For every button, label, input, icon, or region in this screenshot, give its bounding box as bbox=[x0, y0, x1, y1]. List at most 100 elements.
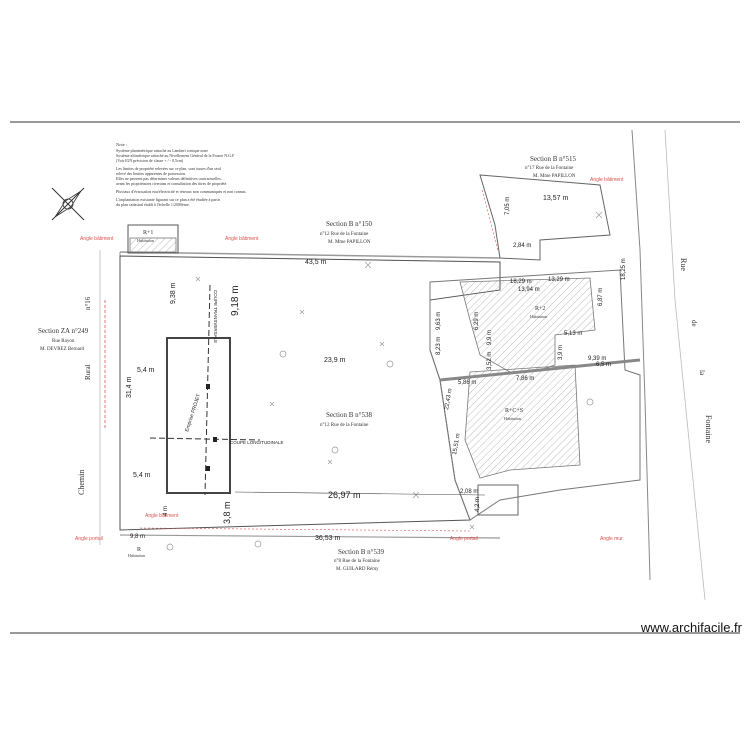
building-r2-label: R+2 bbox=[535, 306, 545, 312]
dim-middle: 23,9 m bbox=[324, 357, 346, 364]
marker bbox=[206, 384, 210, 389]
dim-b515-h: 7,05 m bbox=[505, 197, 511, 215]
coupe-line-v bbox=[204, 284, 211, 496]
dim-vert-a: 9,38 m bbox=[170, 282, 177, 304]
section-b539-address: n°8 Rue de la Fontaine bbox=[334, 559, 381, 564]
chemin-word: Chemin bbox=[77, 470, 86, 495]
note-line: Pluviaux d'évacuation eau/électricité et… bbox=[116, 189, 246, 194]
dim-bld-h: 5,86 m bbox=[458, 380, 476, 386]
building-r1-sub: Habitation bbox=[137, 238, 154, 243]
section-b539-title: Section B n°539 bbox=[338, 548, 384, 556]
building-rcs-label: R+C+S bbox=[505, 408, 523, 414]
north-arrow-icon bbox=[51, 187, 85, 221]
rue-edge-outer bbox=[664, 129, 706, 601]
dim-right-v3: 8,23 m bbox=[436, 337, 442, 355]
dim-right-h3: 13,29 m bbox=[548, 277, 570, 283]
dim-bld-m: 4,2 m bbox=[475, 497, 481, 512]
building-r1-label: R+1 bbox=[143, 230, 153, 236]
building-r-small bbox=[477, 484, 519, 516]
emprise-label: Emprise PROJET bbox=[184, 393, 202, 432]
marker bbox=[213, 437, 217, 442]
parcel-bottom-red bbox=[139, 527, 471, 532]
note-line: Les limites de propriété relevées sur ce… bbox=[116, 166, 222, 172]
dim-b515-w: 13,57 m bbox=[543, 195, 568, 202]
dim-below-rect: 3,8 m bbox=[222, 501, 232, 524]
note-line: avant les propriétaires riverains et con… bbox=[116, 181, 227, 186]
note-line: du plan cadastral établi à l'échelle 1/2… bbox=[116, 202, 190, 207]
dim-bld-f: 3,52 m bbox=[487, 352, 493, 370]
note-line: Système planimétrique rattaché au Lamber… bbox=[116, 148, 208, 153]
building-r2-sub: Habitation bbox=[530, 314, 547, 319]
dim-bld-j: 15,51 m bbox=[452, 433, 462, 455]
dim-bld-b: 5,13 m bbox=[564, 331, 582, 337]
dim-bld-c: 9,39 m bbox=[588, 356, 606, 362]
road-edge-top bbox=[119, 251, 501, 259]
building-r1 bbox=[127, 224, 179, 254]
angle-label: Angle portail bbox=[450, 536, 478, 542]
dim-bottom-left: 9,8 m bbox=[130, 534, 145, 540]
dim-right-v1: 18,25 m bbox=[621, 258, 627, 280]
section-b515-address: n°17 Rue de la Fontaine bbox=[525, 166, 574, 171]
marker bbox=[206, 466, 210, 471]
dim-bld-e: 6,29 m bbox=[474, 312, 480, 330]
note-line: Système altimétrique rattaché au Nivelle… bbox=[116, 153, 235, 158]
dim-b515-s: 2,84 m bbox=[513, 243, 531, 249]
parcel-bottom-line bbox=[119, 534, 501, 539]
dim-vert-b: 9,18 m bbox=[230, 285, 241, 316]
chemin-word: n°16 bbox=[84, 296, 92, 310]
b515-red bbox=[481, 189, 499, 251]
dim-bld-l: 2,08 m bbox=[460, 489, 478, 495]
dim-bld-i: 22,43 m bbox=[444, 388, 454, 410]
dim-bld-n: 6,5 m bbox=[596, 362, 611, 368]
dim-bld-a: 9,9 m bbox=[487, 330, 493, 345]
dim-top: 43,5 m bbox=[305, 259, 327, 266]
shared-wall bbox=[439, 358, 641, 382]
chemin-word: Rural bbox=[84, 364, 92, 380]
survey-circles bbox=[166, 350, 594, 551]
dim-left-vertical: 31,4 m bbox=[126, 376, 133, 398]
angle-label: Angle mur bbox=[600, 536, 623, 542]
dim-left-lower: 5,4 m bbox=[133, 472, 151, 479]
coupe-v-label: COUPE TRANSVERSALE bbox=[213, 290, 218, 343]
dim-right-v2: 6,87 m bbox=[598, 288, 604, 306]
project-emprise bbox=[166, 337, 231, 494]
note-line: (Voir IGN précision de classe + / - 0,5c… bbox=[116, 158, 184, 164]
note-line: Note : bbox=[116, 142, 127, 147]
angle-label: Angle bâtiment bbox=[590, 177, 624, 183]
section-b515-title: Section B n°515 bbox=[530, 155, 576, 163]
dim-small-4: 4 m bbox=[163, 506, 169, 516]
section-b539-owner: M. GUILARD Rémy bbox=[336, 567, 379, 572]
rue-word: Fontaine bbox=[704, 415, 713, 443]
building-r-small-sub: Habitation bbox=[128, 553, 145, 558]
section-b538-address: n°12 Rue de la Fontaine bbox=[320, 423, 369, 428]
note-line: Elles ne peuvent pas déterminer valeurs … bbox=[116, 176, 222, 182]
angle-label: Angle portail bbox=[75, 536, 103, 542]
angle-label: Angle bâtiment bbox=[80, 236, 114, 242]
dim-main-long: 26,97 m bbox=[328, 490, 361, 500]
dim-bld-g: 7,86 m bbox=[516, 376, 534, 382]
section-b150-title: Section B n°150 bbox=[326, 220, 372, 228]
notes-block: Note : Système planimétrique rattaché au… bbox=[116, 142, 246, 207]
section-b150-owner: M. Mme PAPILLON bbox=[328, 240, 371, 245]
section-za249-owner: M. DEVREZ Bernard bbox=[40, 347, 85, 352]
section-za249-title: Section ZA n°249 bbox=[38, 327, 89, 335]
dim-main-long-line bbox=[234, 491, 486, 496]
rue-word: Rue bbox=[679, 258, 688, 271]
rue-edge bbox=[631, 129, 651, 581]
rue-word: de bbox=[690, 320, 698, 327]
right-block-outline bbox=[429, 269, 641, 521]
dim-left-upper: 5,4 m bbox=[137, 367, 155, 374]
note-line: L'implantation existante figurant sur ce… bbox=[116, 197, 221, 202]
section-b150-address: n°12 Rue de la Fontaine bbox=[320, 232, 369, 237]
dim-right-h1: 18,29 m bbox=[510, 279, 532, 285]
section-b515-owner: M. Mme PAPILLON bbox=[533, 174, 576, 179]
dimensions: 43,5 m 36,53 m 23,9 m 26,97 m 31,4 m 5,4… bbox=[126, 195, 627, 542]
parcel-b538 bbox=[119, 255, 501, 531]
watermark-text: www.archifacile.fr bbox=[640, 620, 742, 635]
coupe-line-h bbox=[149, 437, 261, 441]
angle-label: Angle bâtiment bbox=[145, 513, 179, 519]
building-r-small-label: R bbox=[137, 547, 141, 553]
note-line: relevé des limites apparentes de possess… bbox=[116, 171, 186, 176]
section-b538-title: Section B n°538 bbox=[326, 411, 372, 419]
